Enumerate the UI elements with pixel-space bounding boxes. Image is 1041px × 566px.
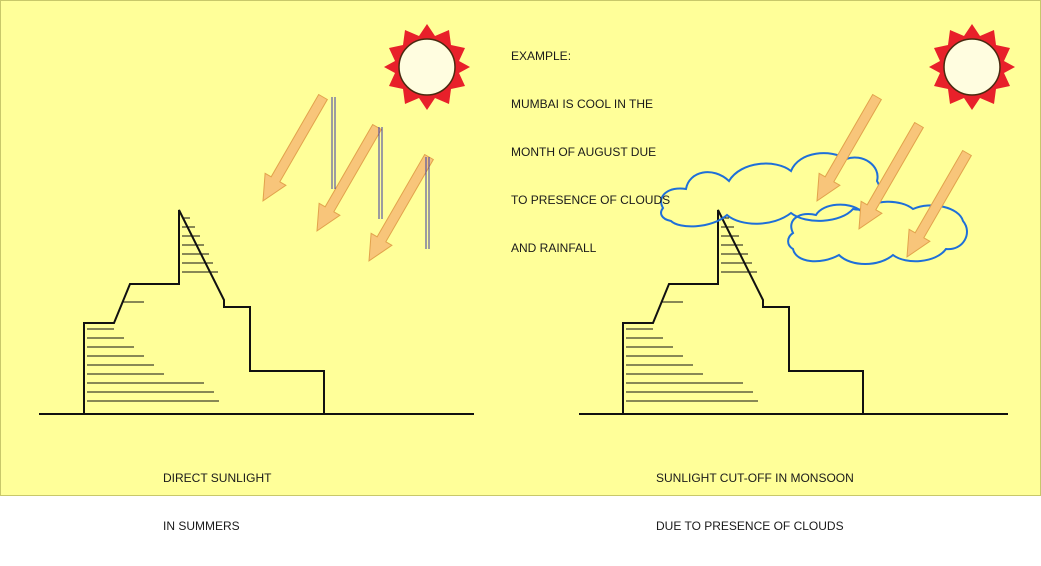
right-sunlight-arrows [806,90,978,264]
left-caption-line: DIRECT SUNLIGHT [163,471,272,485]
left-caption-line: IN SUMMERS [163,519,240,533]
diagram-canvas: EXAMPLE: MUMBAI IS COOL IN THE MONTH OF … [0,0,1041,533]
example-line: AND RAINFALL [511,241,597,255]
right-clouds [660,152,968,265]
left-light-rays [331,97,430,249]
example-note: EXAMPLE: MUMBAI IS COOL IN THE MONTH OF … [511,16,670,288]
left-sunlight-arrows [252,90,440,268]
diagram-graphics [39,23,1016,415]
left-sun-icon [383,23,471,111]
example-line: MUMBAI IS COOL IN THE [511,97,654,111]
left-caption: DIRECT SUNLIGHT IN SUMMERS [163,438,271,566]
right-caption-line: SUNLIGHT CUT-OFF IN MONSOON [656,471,854,485]
right-caption-line: DUE TO PRESENCE OF CLOUDS [656,519,844,533]
example-line: EXAMPLE: [511,49,572,63]
example-line: MONTH OF AUGUST DUE [511,145,657,159]
example-line: TO PRESENCE OF CLOUDS [511,193,671,207]
right-sun-icon [928,23,1016,111]
left-building-hatching [87,217,219,402]
right-building-hatching [626,217,758,402]
right-caption: SUNLIGHT CUT-OFF IN MONSOON DUE TO PRESE… [656,438,854,566]
